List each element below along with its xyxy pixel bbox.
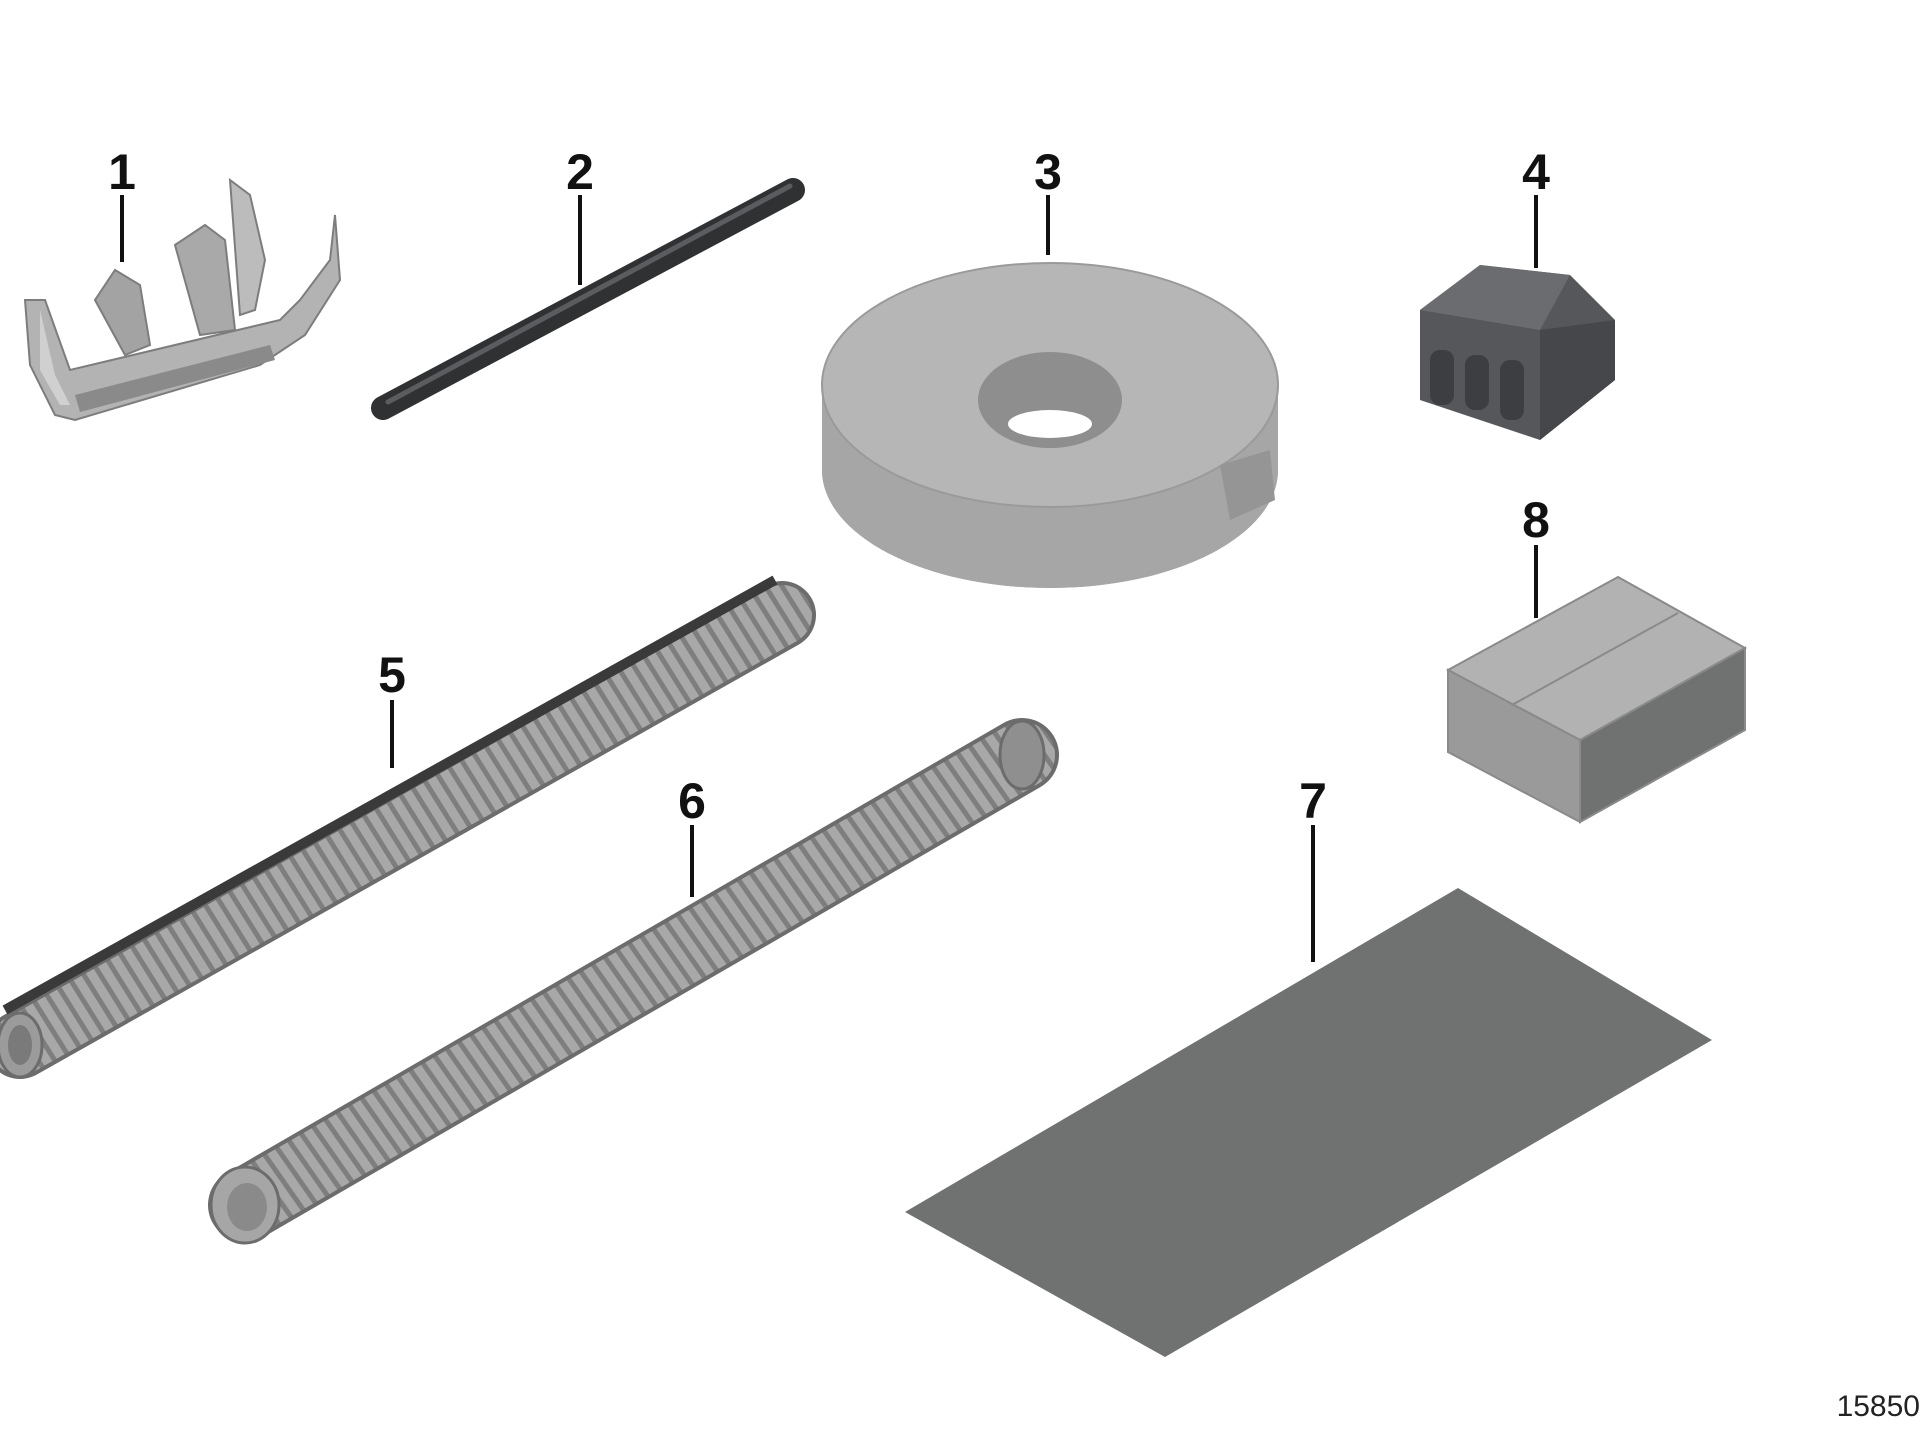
- callout-4: 4: [1522, 144, 1550, 200]
- callout-7: 7: [1299, 773, 1327, 829]
- insulating-mat-part: [905, 888, 1712, 1357]
- callout-6: 6: [678, 773, 706, 829]
- callout-1: 1: [108, 144, 136, 200]
- terminal-clip-part: [23, 177, 342, 422]
- callout-2: 2: [566, 144, 594, 200]
- callout-8: 8: [1522, 492, 1550, 548]
- shrink-tube-part: [371, 178, 805, 420]
- diagram-reference-code: 15850: [1836, 1390, 1920, 1423]
- callout-3: 3: [1034, 144, 1062, 200]
- callout-5: 5: [378, 647, 406, 703]
- adhesive-tape-roll-part: [821, 262, 1279, 588]
- leader-lines: [120, 195, 1538, 962]
- slotted-corrugated-conduit-part: [0, 575, 816, 1079]
- parts-box-part: [1445, 575, 1748, 824]
- corrugated-conduit-part: [208, 718, 1059, 1245]
- connector-cap-part: [1420, 265, 1615, 440]
